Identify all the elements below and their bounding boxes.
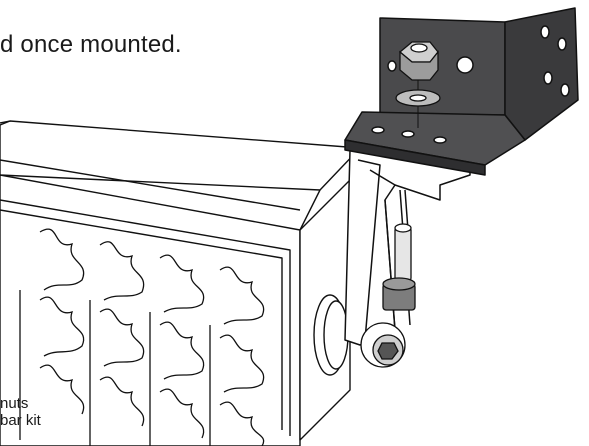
washer (395, 89, 441, 107)
hex-nut (398, 41, 439, 81)
callout-line-2: bar kit (0, 412, 41, 429)
mounting-bracket (344, 7, 579, 176)
spacer (394, 227, 412, 281)
instruction-text: d once mounted. (0, 31, 182, 58)
callout-line-1: nuts (0, 395, 29, 412)
reflector-array (19, 228, 265, 446)
end-cap (313, 294, 349, 376)
bolt-assembly (360, 223, 416, 368)
parts-callout: nuts bar kit (0, 395, 41, 429)
light-bar (0, 120, 361, 446)
